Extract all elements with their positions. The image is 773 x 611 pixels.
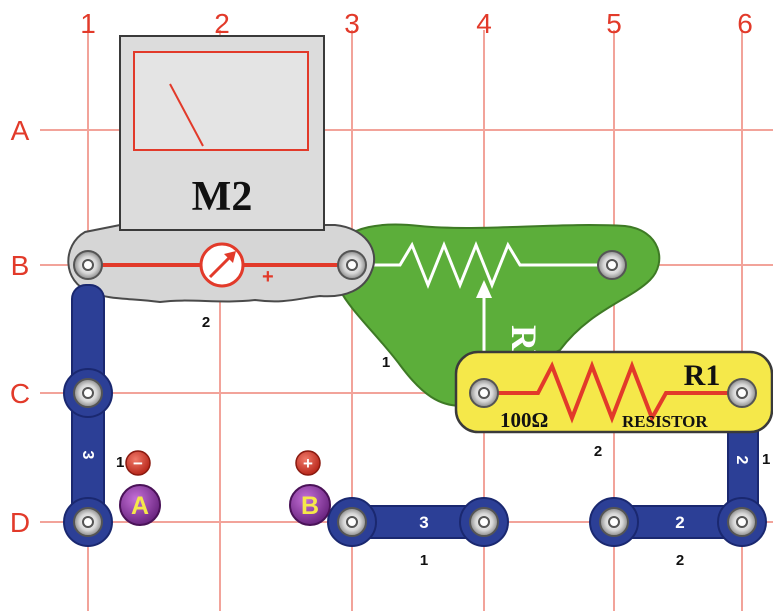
- test-point-a[interactable]: − A: [119, 450, 161, 526]
- wire-left-snap-bottom-center: [82, 516, 94, 528]
- row-label-d: D: [10, 507, 30, 538]
- grid-labels: 1 2 3 4 5 6 A B C D: [10, 8, 753, 538]
- test-point-a-letter: A: [131, 492, 149, 520]
- wire-left-vertical-level: 1: [116, 454, 124, 471]
- resistor-body: [454, 350, 773, 434]
- test-point-a-badge: [119, 484, 161, 526]
- wire-right-vertical-label: 2: [733, 456, 750, 465]
- wire-left-vertical[interactable]: 3 1: [63, 284, 124, 547]
- wire-bottom-level: 1: [420, 552, 428, 569]
- wire-bottom[interactable]: 3 1 2 2: [327, 497, 767, 569]
- wire-bottom-snap-col4-center: [478, 516, 490, 528]
- row-label-a: A: [11, 115, 30, 146]
- wire-left-snap-middle-center: [82, 387, 94, 399]
- column-label-2: 2: [214, 8, 230, 39]
- test-point-b[interactable]: + B: [289, 450, 331, 526]
- meter-gauge-arrow-head-icon: [224, 251, 236, 263]
- wire-bottom-snap-col5-center: [608, 516, 620, 528]
- resistor-r1[interactable]: R1 100Ω RESISTOR 2: [454, 350, 773, 460]
- wire-bottom-right-level: 2: [676, 552, 684, 569]
- column-label-5: 5: [606, 8, 622, 39]
- meter-needle: [169, 83, 204, 147]
- resistor-label: R1: [684, 359, 721, 392]
- column-label-6: 6: [737, 8, 753, 39]
- meter-plus-sign: +: [262, 266, 274, 288]
- row-label-c: C: [10, 378, 30, 409]
- test-point-b-badge: [289, 484, 331, 526]
- test-point-a-sign: −: [133, 454, 143, 473]
- test-point-b-sign-badge: [295, 450, 321, 476]
- potentiometer-rv[interactable]: RV: [336, 223, 661, 407]
- potentiometer-wiper-arrow-icon: [476, 280, 492, 298]
- meter-label: M2: [192, 174, 253, 220]
- wire-bottom-snap-col3-center: [346, 516, 358, 528]
- potentiometer-zigzag-symbol: [370, 240, 610, 290]
- resistor-zigzag-symbol: [484, 360, 742, 424]
- resistor-name: RESISTOR: [622, 412, 708, 431]
- resistor-left-snap-center: [478, 387, 490, 399]
- meter-m2[interactable]: M2 + 2: [67, 35, 376, 331]
- row-label-b: B: [11, 250, 30, 281]
- meter-right-snap-center: [346, 259, 358, 271]
- resistor-value: 100Ω: [500, 408, 548, 432]
- test-point-a-sign-badge: [125, 450, 151, 476]
- meter-left-snap-center: [82, 259, 94, 271]
- wire-bottom-snap-col6-center: [736, 516, 748, 528]
- wire-bottom-label: 3: [419, 513, 428, 532]
- resistor-level: 2: [594, 443, 602, 460]
- resistor-right-snap-center: [736, 387, 748, 399]
- meter-level: 2: [202, 314, 210, 331]
- column-label-3: 3: [344, 8, 360, 39]
- potentiometer-right-snap-center: [606, 259, 618, 271]
- meter-display: [133, 51, 309, 151]
- wire-left-vertical-label: 3: [79, 451, 96, 460]
- wire-right-vertical-level: 1: [762, 451, 770, 468]
- potentiometer-level: 1: [382, 354, 390, 371]
- column-label-4: 4: [476, 8, 492, 39]
- wire-bottom-right-label: 2: [675, 513, 684, 532]
- column-label-1: 1: [80, 8, 96, 39]
- test-point-b-sign: +: [303, 454, 313, 473]
- test-point-b-letter: B: [301, 492, 319, 520]
- meter-gauge-arrow-line: [208, 253, 234, 279]
- potentiometer-body: [336, 223, 661, 407]
